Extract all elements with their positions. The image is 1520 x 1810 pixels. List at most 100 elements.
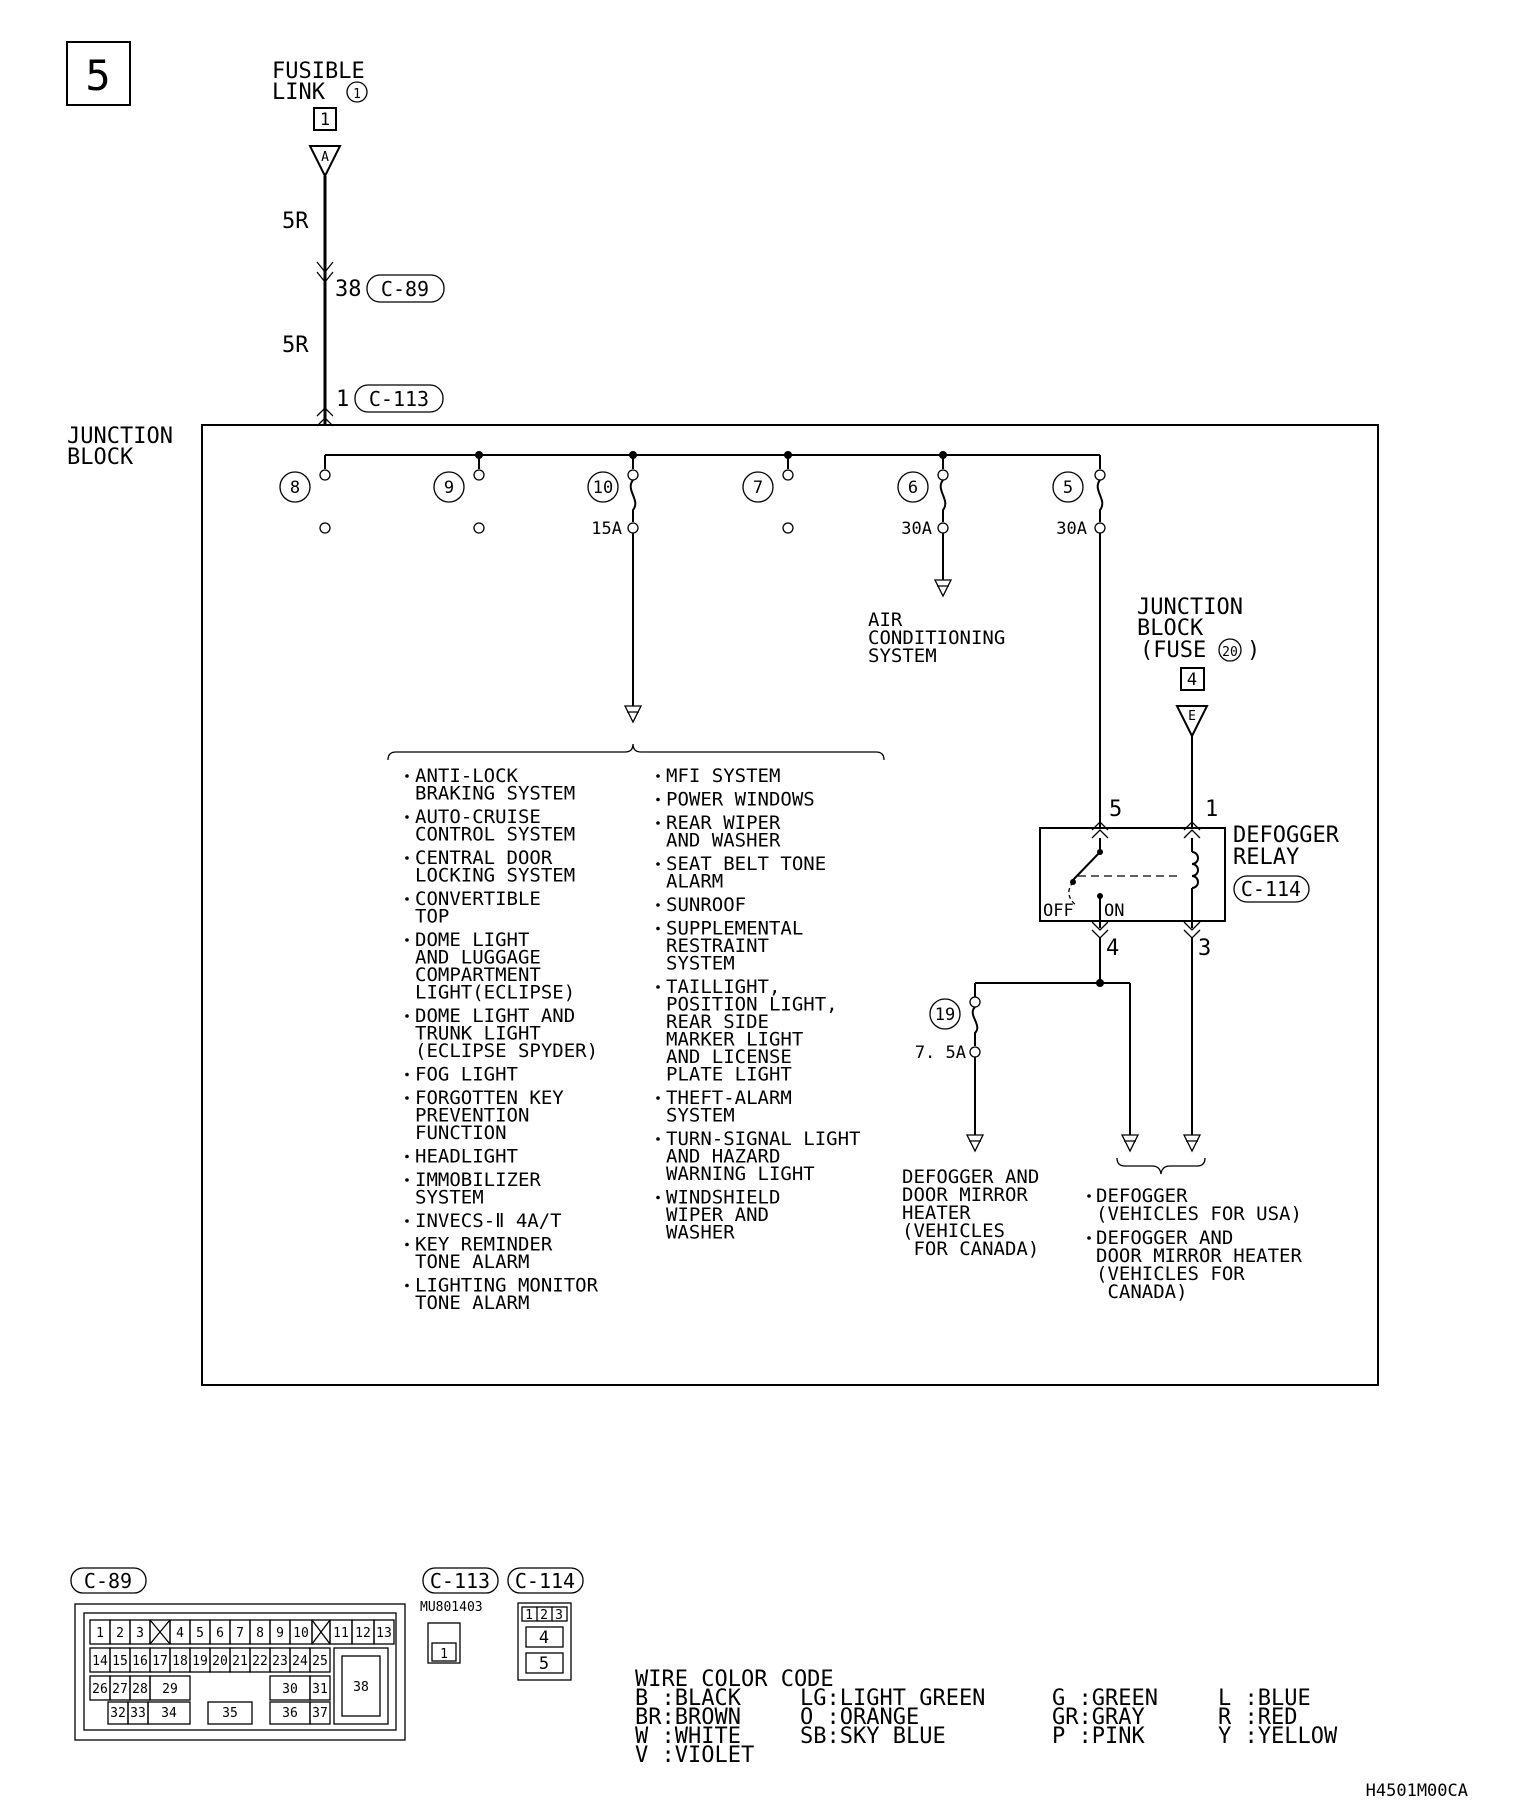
system-item: TURN-SIGNAL LIGHT bbox=[666, 1128, 860, 1150]
junction-block-label-1: JUNCTION bbox=[67, 424, 173, 449]
wire-color-entry: SB:SKY BLUE bbox=[800, 1724, 946, 1749]
fuse-9-circle bbox=[433, 471, 465, 503]
fuse-9-terminal-bottom bbox=[473, 522, 485, 534]
system-item: PLATE LIGHT bbox=[666, 1064, 792, 1086]
jb-fuse20-label-2: BLOCK bbox=[1137, 616, 1204, 641]
fuse-8-terminal-bottom bbox=[319, 522, 331, 534]
c89-pin: 4 bbox=[176, 1626, 184, 1641]
system-item: AND LICENSE bbox=[666, 1046, 792, 1068]
system-item: WINDSHIELD bbox=[666, 1187, 780, 1209]
system-item: CENTRAL DOOR bbox=[415, 847, 553, 869]
figure-code: H4501M00CA bbox=[1366, 1781, 1468, 1801]
wire-color-code-title: WIRE COLOR CODE bbox=[635, 1667, 834, 1692]
c114-pin-2: 2 bbox=[540, 1608, 548, 1623]
defogger-brace bbox=[1116, 1157, 1206, 1175]
fusible-link-number: 1 bbox=[353, 87, 361, 102]
jb-fuse20-label-1: JUNCTION bbox=[1137, 595, 1243, 620]
c89-pin: 22 bbox=[252, 1654, 268, 1669]
fusible-link-label-1: FUSIBLE bbox=[272, 59, 365, 84]
svg-text:DEFOGGER: DEFOGGER bbox=[1096, 1185, 1188, 1207]
system-item: RESTRAINT bbox=[666, 935, 769, 957]
fuse-19-rating: 7. 5A bbox=[915, 1043, 966, 1063]
c113-pin: 1 bbox=[336, 387, 349, 412]
fuse-19-circle bbox=[929, 998, 961, 1030]
svg-text:DOOR MIRROR: DOOR MIRROR bbox=[902, 1184, 1028, 1206]
c89-pin: 11 bbox=[333, 1626, 349, 1641]
svg-text:(VEHICLES: (VEHICLES bbox=[902, 1220, 1005, 1242]
fuse-5-rating: 30A bbox=[1056, 519, 1087, 539]
system-item: KEY REMINDER bbox=[415, 1234, 553, 1256]
c89-pin: 32 bbox=[110, 1706, 126, 1721]
connector-e-triangle bbox=[1175, 705, 1209, 739]
svg-text:CANADA): CANADA) bbox=[1096, 1281, 1188, 1303]
fuse-6-rating: 30A bbox=[901, 519, 932, 539]
fuse-19-output-arrow bbox=[965, 1134, 985, 1153]
c89-pin: 38 bbox=[353, 1680, 369, 1695]
c113-tag-box bbox=[354, 384, 444, 413]
system-item: WIPER AND bbox=[666, 1204, 769, 1226]
system-item: AND WASHER bbox=[666, 830, 781, 852]
system-item: LOCKING SYSTEM bbox=[415, 865, 575, 887]
c89-view-tag-box bbox=[70, 1567, 147, 1594]
system-item: TOP bbox=[415, 906, 449, 928]
page-number-box bbox=[66, 41, 131, 106]
c89-pin: 17 bbox=[152, 1654, 168, 1669]
relay-c114-tag-box bbox=[1233, 875, 1310, 903]
c89-pin: 30 bbox=[282, 1682, 298, 1697]
svg-text:(VEHICLES FOR USA): (VEHICLES FOR USA) bbox=[1096, 1203, 1302, 1225]
relay-switch-arm bbox=[1072, 851, 1101, 881]
c89-pin: 21 bbox=[232, 1654, 248, 1669]
system-item: SYSTEM bbox=[666, 953, 735, 975]
c89-pin: 3 bbox=[136, 1626, 144, 1641]
system-item: ALARM bbox=[666, 871, 723, 893]
c89-pin: 5 bbox=[196, 1626, 204, 1641]
c114-pin-3: 3 bbox=[555, 1608, 563, 1623]
system-item: IMMOBILIZER bbox=[415, 1169, 541, 1191]
c89-pin: 2 bbox=[116, 1626, 124, 1641]
fuse-19-element bbox=[971, 1006, 979, 1046]
relay-pin-3: 3 bbox=[1198, 936, 1211, 961]
relay-on-label: ON bbox=[1104, 901, 1124, 921]
system-item: MARKER LIGHT bbox=[666, 1029, 803, 1051]
c113-tag: C-113 bbox=[369, 387, 429, 411]
c89-pin: 10 bbox=[293, 1626, 309, 1641]
fuse-9-number: 9 bbox=[444, 478, 454, 498]
system-item: HEADLIGHT bbox=[415, 1146, 518, 1168]
system-item: DOME LIGHT bbox=[415, 929, 529, 951]
c89-pin: 24 bbox=[292, 1654, 308, 1669]
wire-color-entry: R :RED bbox=[1218, 1705, 1297, 1730]
c89-pin: 13 bbox=[376, 1626, 392, 1641]
relay-pin-4: 4 bbox=[1106, 936, 1119, 961]
c89-pin: 31 bbox=[312, 1682, 328, 1697]
wire-color-top: 5R bbox=[282, 209, 309, 234]
c89-pin: 23 bbox=[272, 1654, 288, 1669]
system-item: (ECLIPSE SPYDER) bbox=[415, 1040, 598, 1062]
c113-view-outline bbox=[427, 1622, 461, 1664]
connector-a-triangle bbox=[308, 145, 342, 179]
wire-color-entry: W :WHITE bbox=[635, 1724, 741, 1749]
fuse-5-number: 5 bbox=[1063, 478, 1073, 498]
system-item: FUNCTION bbox=[415, 1122, 507, 1144]
c89-pin: 36 bbox=[282, 1706, 298, 1721]
c89-view-tag: C-89 bbox=[84, 1569, 132, 1593]
wire-color-entry: V :VIOLET bbox=[635, 1743, 754, 1768]
connector-c113-mark bbox=[316, 407, 334, 427]
c89-pin: 16 bbox=[132, 1654, 148, 1669]
c89-pin: 25 bbox=[312, 1654, 328, 1669]
wire-color-entry: P :PINK bbox=[1052, 1724, 1145, 1749]
c113-part-number: MU801403 bbox=[420, 1600, 483, 1615]
defogger-canada-text: DEFOGGER AND DOOR MIRROR HEATER (VEHICLE… bbox=[902, 1166, 1039, 1260]
c89-pin: 27 bbox=[112, 1682, 128, 1697]
system-item: DOME LIGHT AND bbox=[415, 1005, 575, 1027]
c89-pin: 37 bbox=[312, 1706, 328, 1721]
c89-pin: 20 bbox=[212, 1654, 228, 1669]
fusible-link-label-2: LINK bbox=[272, 80, 326, 105]
svg-text:DEFOGGER AND: DEFOGGER AND bbox=[902, 1166, 1039, 1188]
c89-pin: 18 bbox=[172, 1654, 188, 1669]
system-item: COMPARTMENT bbox=[415, 964, 541, 986]
fuse-19-terminal-top bbox=[969, 996, 981, 1008]
connector-c89-mark bbox=[316, 261, 334, 284]
c89-pin: 14 bbox=[92, 1654, 108, 1669]
system-item: SYSTEM bbox=[666, 1105, 735, 1127]
